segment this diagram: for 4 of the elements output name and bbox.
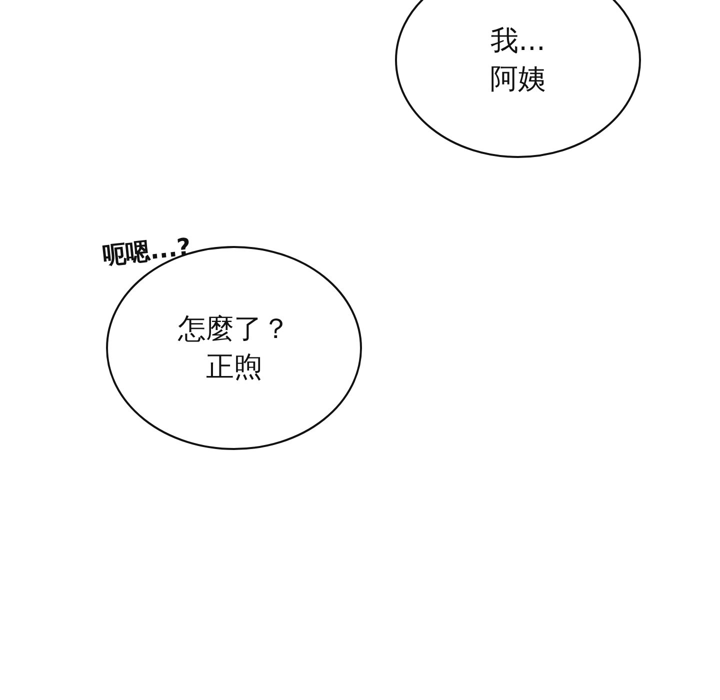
- dialogue-text: 我...阿姨: [489, 23, 547, 97]
- sound-effect-text: 呃嗯...?: [100, 232, 192, 272]
- dialogue-text: 怎麼了？正煦: [176, 311, 291, 385]
- speech-bubble: [395, 0, 641, 158]
